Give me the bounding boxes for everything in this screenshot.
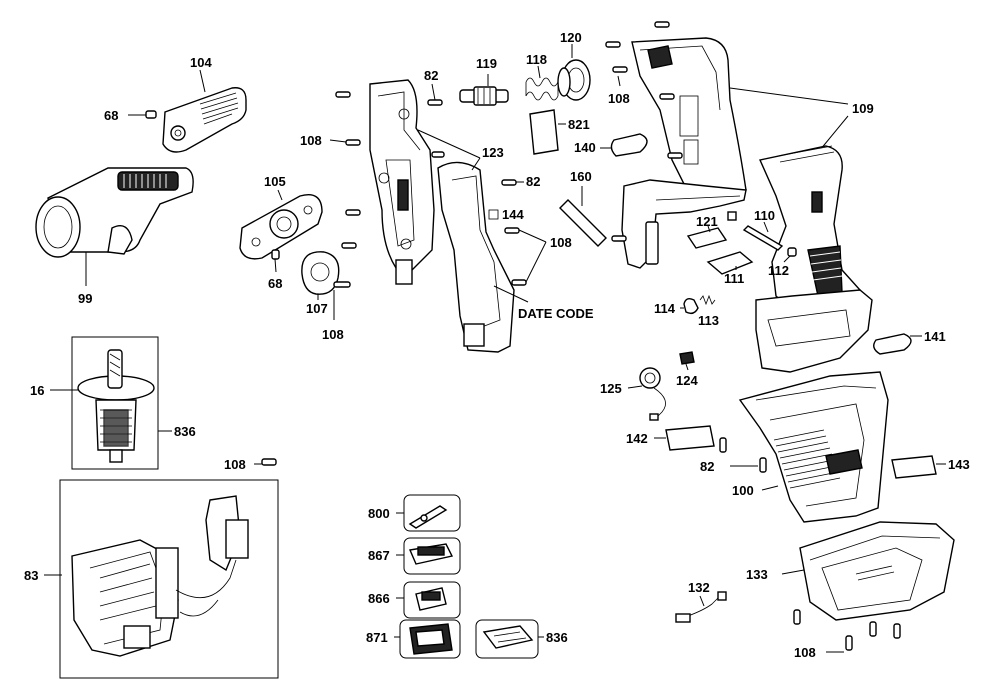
part-143-badge xyxy=(891,455,937,479)
screw-68-icon xyxy=(128,110,157,119)
label-83: 83 xyxy=(24,568,38,583)
label-141: 141 xyxy=(924,329,946,344)
part-821-label xyxy=(529,109,559,155)
label-108c: 108 xyxy=(550,235,572,250)
label-105: 105 xyxy=(264,174,286,189)
screw-set-right-icon xyxy=(605,21,683,242)
part-107-knob xyxy=(301,251,340,295)
label-110: 110 xyxy=(754,208,775,223)
label-16: 16 xyxy=(30,383,44,398)
label-107: 107 xyxy=(306,301,328,316)
part-109-base xyxy=(755,289,873,373)
label-108a: 108 xyxy=(322,327,344,342)
part-110-pin xyxy=(742,225,784,251)
label-82a: 82 xyxy=(424,68,438,83)
label-114: 114 xyxy=(654,301,676,316)
label-113: 113 xyxy=(698,313,719,328)
part-105-plate xyxy=(239,194,323,260)
label-123: 123 xyxy=(482,145,504,160)
part-141-badge xyxy=(873,333,912,355)
label-108b: 108 xyxy=(300,133,322,148)
screw-108f-icon xyxy=(793,609,901,651)
label-124: 124 xyxy=(676,373,698,388)
label-120: 120 xyxy=(560,30,582,45)
label-821: 821 xyxy=(568,117,590,132)
part-104-cover xyxy=(162,87,247,153)
part-99-nose-housing xyxy=(35,167,194,258)
screw-82c-icon xyxy=(719,437,767,473)
part-142-badge xyxy=(665,425,715,451)
label-82b: 82 xyxy=(526,174,540,189)
label-132: 132 xyxy=(688,580,710,595)
label-140: 140 xyxy=(574,140,596,155)
part-118-spring xyxy=(525,77,559,101)
screw-108a-icon xyxy=(333,281,351,320)
part-800-bit xyxy=(408,505,448,529)
part-16-motor xyxy=(77,349,155,463)
part-836-case xyxy=(482,625,534,649)
label-68a: 68 xyxy=(104,108,118,123)
part-871-charger xyxy=(409,623,453,655)
part-133-battery-cover xyxy=(799,521,955,621)
label-99: 99 xyxy=(78,291,92,306)
label-121: 121 xyxy=(696,214,718,229)
label-866: 866 xyxy=(368,591,390,606)
part-112-spring xyxy=(787,247,797,257)
part-123-housing-right xyxy=(437,161,515,353)
label-836a: 836 xyxy=(174,424,196,439)
part-83-assembly xyxy=(71,495,249,657)
label-125: 125 xyxy=(600,381,622,396)
part-160-strip xyxy=(559,199,607,247)
part-111-switch-base xyxy=(706,251,754,275)
part-100-handle xyxy=(738,371,889,523)
part-123-housing-left xyxy=(369,79,435,285)
label-82c: 82 xyxy=(700,459,714,474)
label-112: 112 xyxy=(768,263,789,278)
label-108f: 108 xyxy=(794,645,816,660)
label-100: 100 xyxy=(732,483,754,498)
part-109-housing-right-half xyxy=(759,145,861,311)
box-867 xyxy=(403,537,461,575)
label-836b: 836 xyxy=(546,630,568,645)
part-113-spring xyxy=(699,294,716,306)
part-120-clutch xyxy=(557,59,591,101)
label-108e: 108 xyxy=(224,457,246,472)
part-867-battery xyxy=(409,543,454,565)
part-140-badge xyxy=(610,133,648,157)
label-133: 133 xyxy=(746,567,768,582)
label-143: 143 xyxy=(948,457,970,472)
label-867: 867 xyxy=(368,548,390,563)
box-866 xyxy=(403,581,461,619)
part-114-button xyxy=(683,297,699,315)
label-111: 111 xyxy=(724,271,744,286)
part-119-gear-shaft xyxy=(459,86,509,106)
label-800: 800 xyxy=(368,506,390,521)
label-144: 144 xyxy=(502,207,524,222)
label-108d: 108 xyxy=(608,91,630,106)
label-119: 119 xyxy=(476,56,497,71)
label-68b: 68 xyxy=(268,276,282,291)
label-104: 104 xyxy=(190,55,212,70)
part-132-wire xyxy=(675,591,727,623)
part-125-led xyxy=(639,367,666,421)
box-836 xyxy=(475,619,539,659)
box-871 xyxy=(399,619,461,659)
part-866-battery xyxy=(415,587,447,611)
part-109-housing-left-half xyxy=(621,37,747,269)
label-871: 871 xyxy=(366,630,388,645)
screw-108e-icon xyxy=(261,458,277,466)
label-109: 109 xyxy=(852,101,874,116)
part-small-block xyxy=(727,211,737,221)
label-160: 160 xyxy=(570,169,592,184)
part-124-clip xyxy=(679,351,695,365)
label-142: 142 xyxy=(626,431,648,446)
part-121-switch xyxy=(686,227,728,249)
screw-68b-icon xyxy=(271,249,280,273)
label-118: 118 xyxy=(526,52,547,67)
inset-box-assembly xyxy=(59,479,279,679)
inset-box-motor xyxy=(71,336,159,470)
label-date-code: DATE CODE xyxy=(518,306,594,321)
